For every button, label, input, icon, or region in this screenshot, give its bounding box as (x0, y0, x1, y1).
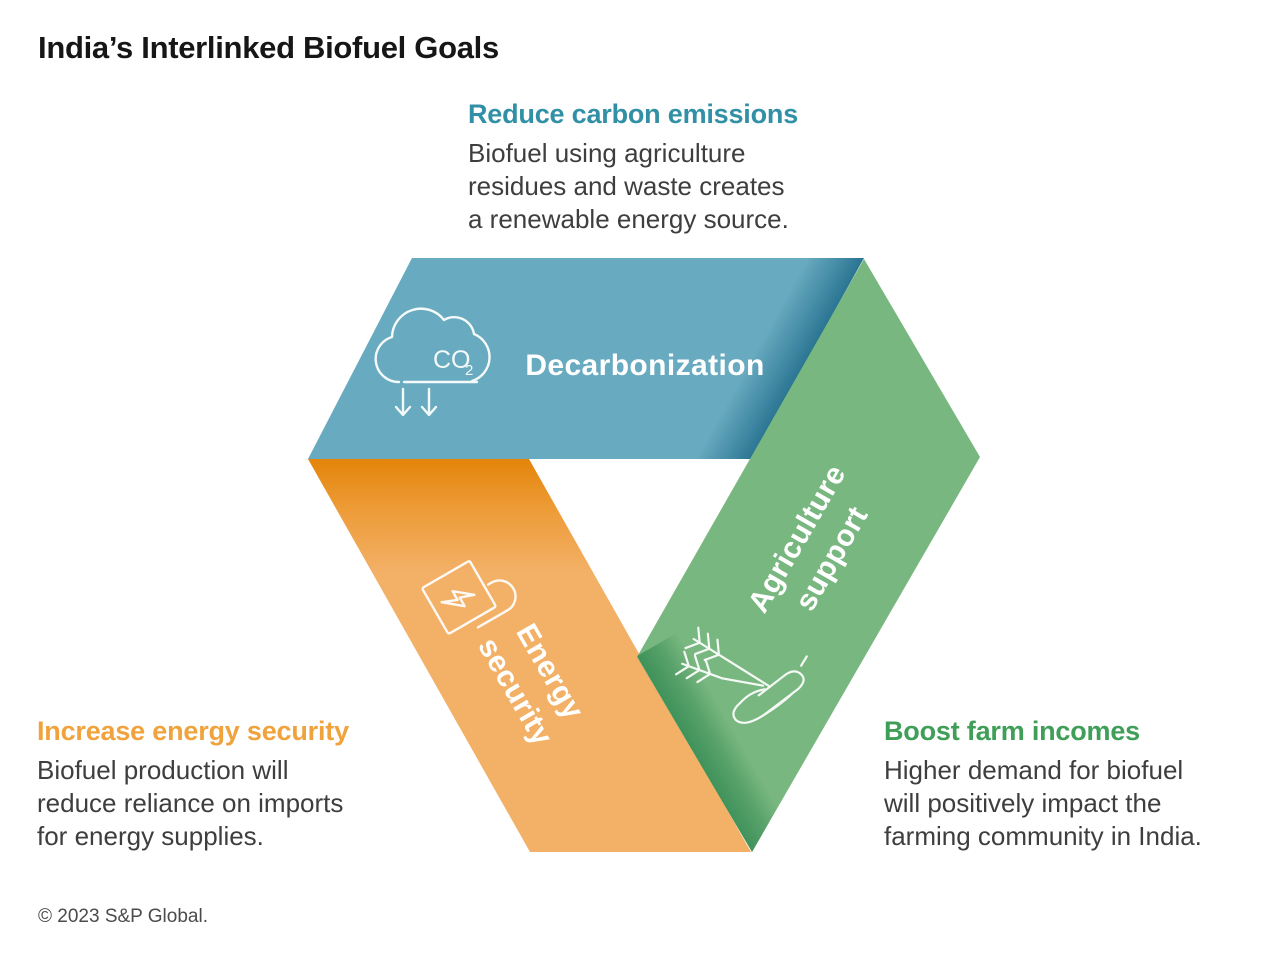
co2-subscript: 2 (465, 362, 473, 379)
callout-carbon-heading: Reduce carbon emissions (468, 99, 799, 129)
ribbon-agriculture-fold-shadow (637, 633, 792, 852)
callout-reduce-carbon-emissions: Reduce carbon emissions Biofuel using ag… (468, 99, 888, 236)
callout-farm-body: Higher demand for biofuel will positivel… (884, 755, 1202, 851)
ribbon-energy-security (308, 459, 751, 852)
copyright-notice: © 2023 S&P Global. (38, 906, 208, 927)
callout-carbon-body: Biofuel using agriculture residues and w… (468, 138, 789, 234)
ribbon-agriculture-support (637, 259, 980, 852)
wheat-in-hand-icon (667, 621, 808, 724)
energy-lock-icon (421, 560, 517, 635)
callout-increase-energy-security: Increase energy security Biofuel product… (37, 716, 457, 853)
callout-energy-body: Biofuel production will reduce reliance … (37, 755, 344, 851)
callout-farm-heading: Boost farm incomes (884, 716, 1140, 746)
callout-energy-heading: Increase energy security (37, 716, 349, 746)
callout-boost-farm-incomes: Boost farm incomes Higher demand for bio… (884, 716, 1280, 853)
page-title: India’s Interlinked Biofuel Goals (38, 30, 499, 65)
co2-cloud-icon: CO 2 (374, 307, 491, 417)
decarbonization-label: Decarbonization (525, 346, 764, 386)
decarbonization-label-text: Decarbonization (525, 349, 765, 382)
ribbon-decarbonization (308, 258, 864, 459)
co2-label: CO (433, 346, 471, 374)
